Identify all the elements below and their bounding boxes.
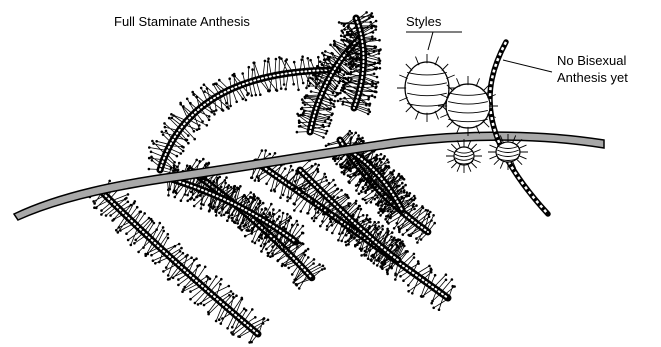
bisexual-catkin (490, 42, 548, 214)
pistillate-flower-cluster (488, 134, 528, 170)
no-bisexual-pointer-line (503, 60, 552, 72)
pistillate-flower-clusters (397, 54, 528, 173)
styles-label: Styles (406, 14, 441, 29)
pistillate-flower-cluster (438, 76, 498, 136)
pistillate-flower-cluster (446, 139, 482, 173)
styles-pointer-line (428, 32, 433, 50)
staminate-catkin (89, 180, 270, 344)
no-bisexual-label-line1: No Bisexual (557, 53, 626, 68)
no-bisexual-label-line2: Anthesis yet (557, 70, 628, 85)
staminate-catkin (337, 11, 382, 115)
full-staminate-anthesis-label: Full Staminate Anthesis (114, 14, 250, 29)
